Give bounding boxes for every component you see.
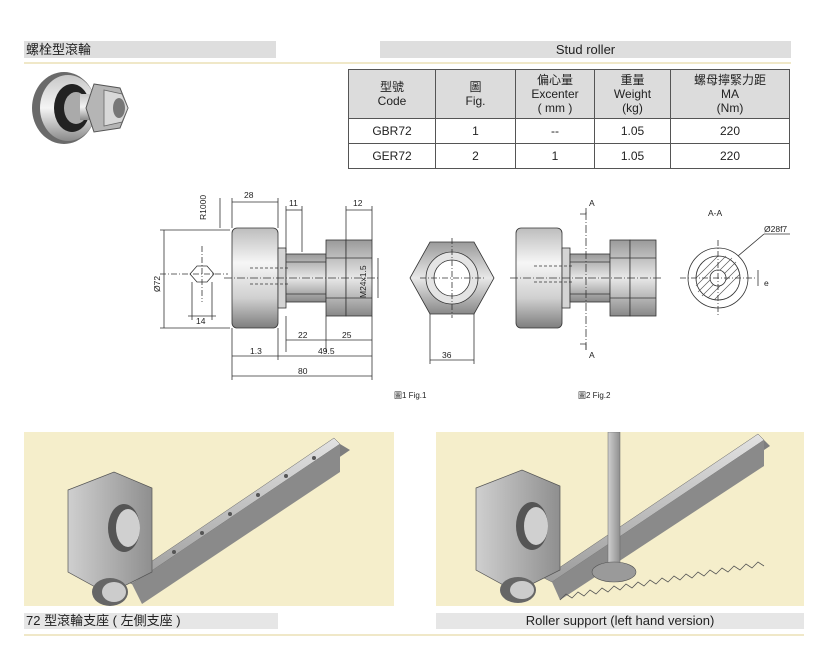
dim-11: 11 xyxy=(289,198,298,208)
stud-roller-photo xyxy=(32,72,129,144)
dim-r1000: R1000 xyxy=(198,195,208,220)
dim-1-3: 1.3 xyxy=(250,346,262,356)
section-title-en: Stud roller xyxy=(380,41,791,58)
dim-m24: M24x1.5 xyxy=(358,265,368,298)
fig1-caption: 圖1 Fig.1 xyxy=(394,391,427,400)
dim-25: 25 xyxy=(342,330,352,340)
dim-d28f7: Ø28f7 xyxy=(764,224,787,234)
table-row: GER72 2 1 1.05 220 xyxy=(348,143,790,169)
footer-divider xyxy=(24,634,804,636)
section-title-zh: 螺栓型滾輪 xyxy=(24,41,276,58)
section-a-bottom: A xyxy=(589,350,595,360)
dim-14: 14 xyxy=(196,316,206,326)
dim-36: 36 xyxy=(442,350,452,360)
dim-22: 22 xyxy=(298,330,308,340)
dim-49-5: 49.5 xyxy=(318,346,335,356)
dim-80: 80 xyxy=(298,366,308,376)
dim-d72: Ø72 xyxy=(152,276,162,292)
dim-12: 12 xyxy=(353,198,363,208)
fig2-caption: 圖2 Fig.2 xyxy=(578,391,611,400)
roller-support-image-right xyxy=(436,431,804,606)
pinion-shaft xyxy=(607,431,621,573)
caption-zh: 72 型滾輪支座 ( 左側支座 ) xyxy=(24,613,278,629)
section-a-top: A xyxy=(589,198,595,208)
header-divider xyxy=(24,62,791,64)
dim-28: 28 xyxy=(244,190,254,200)
hex-socket-view xyxy=(189,265,215,283)
section-aa-label: A-A xyxy=(708,208,723,218)
technical-drawing: 28 11 12 R1000 Ø72 M24x1.5 14 22 25 1.3 … xyxy=(152,190,790,400)
table-row: GBR72 1 -- 1.05 220 xyxy=(348,118,790,144)
dim-e: e xyxy=(764,278,769,288)
roller-support-image-left xyxy=(24,432,394,606)
caption-en: Roller support (left hand version) xyxy=(436,613,804,629)
